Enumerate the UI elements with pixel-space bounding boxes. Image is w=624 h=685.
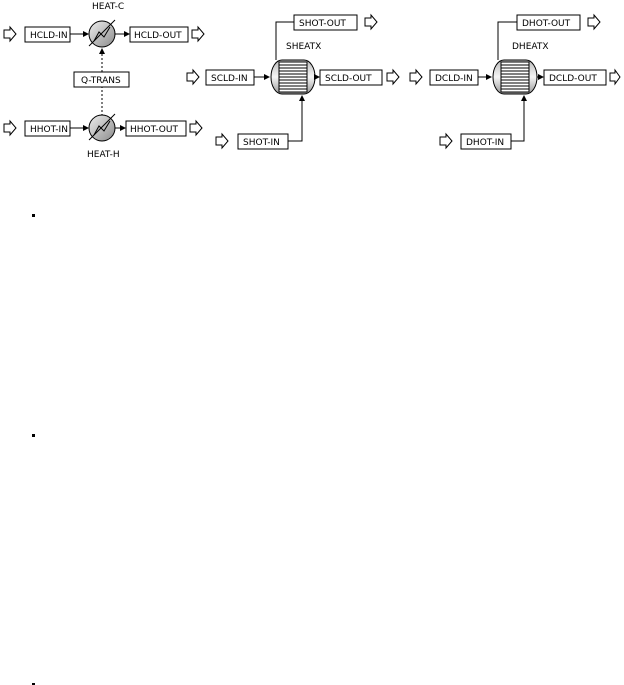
bullet-mark [32,434,35,437]
stream-scld-out-label: SCLD-OUT [325,74,372,84]
stream-dhot-out[interactable] [516,14,581,31]
product-arrow-icon [587,13,601,31]
stream-dcld-out-label: DCLD-OUT [549,74,597,84]
feed-arrow-icon [3,119,17,137]
stream-scld-in-label: SCLD-IN [211,74,248,84]
block-sheatx-label: SHEATX [286,42,321,52]
heat-exchanger-sheatx-icon[interactable] [270,59,316,95]
block-dheatx-label: DHEATX [512,42,549,52]
stream-hcld-out-label: HCLD-OUT [134,31,182,41]
block-heat-c-label: HEAT-C [92,2,124,12]
product-arrow-icon [364,13,378,31]
stream-shot-out[interactable] [293,14,358,31]
feed-arrow-icon [439,132,453,150]
stream-dhot-in-label: DHOT-IN [466,138,504,148]
stream-shot-in-label: SHOT-IN [243,138,280,148]
stream-dcld-in-label: DCLD-IN [435,74,473,84]
feed-arrow-icon [186,68,200,86]
feed-arrow-icon [3,25,17,43]
stream-dhot-out-label: DHOT-OUT [522,19,571,29]
stream-scld-out[interactable] [319,69,383,86]
stream-shot-out-label: SHOT-OUT [299,19,346,29]
stream-hcld-in-label: HCLD-IN [30,31,68,41]
heater-heat-c-icon[interactable] [88,19,116,48]
stream-hhot-in-label: HHOT-IN [30,125,68,135]
feed-arrow-icon [215,132,229,150]
bullet-mark [32,214,35,217]
stream-hcld-out[interactable] [129,26,189,43]
feed-arrow-icon [409,68,423,86]
process-flowsheet: HCLD-IN HEAT-C HCLD-OUT Q-TRANS HHOT-IN … [3,2,621,160]
stream-hhot-out-label: HHOT-OUT [130,125,178,135]
product-arrow-icon [386,68,400,86]
product-arrow-icon [191,25,205,43]
stream-dcld-out[interactable] [543,69,607,86]
stream-q-trans-label: Q-TRANS [81,76,121,86]
heat-exchanger-dheatx-icon[interactable] [492,59,538,95]
stream-hhot-out[interactable] [125,120,187,137]
product-arrow-icon [609,68,621,86]
block-heat-h-label: HEAT-H [87,150,120,160]
bullet-mark [32,683,35,685]
heater-heat-h-icon[interactable] [88,113,116,142]
product-arrow-icon [189,119,203,137]
